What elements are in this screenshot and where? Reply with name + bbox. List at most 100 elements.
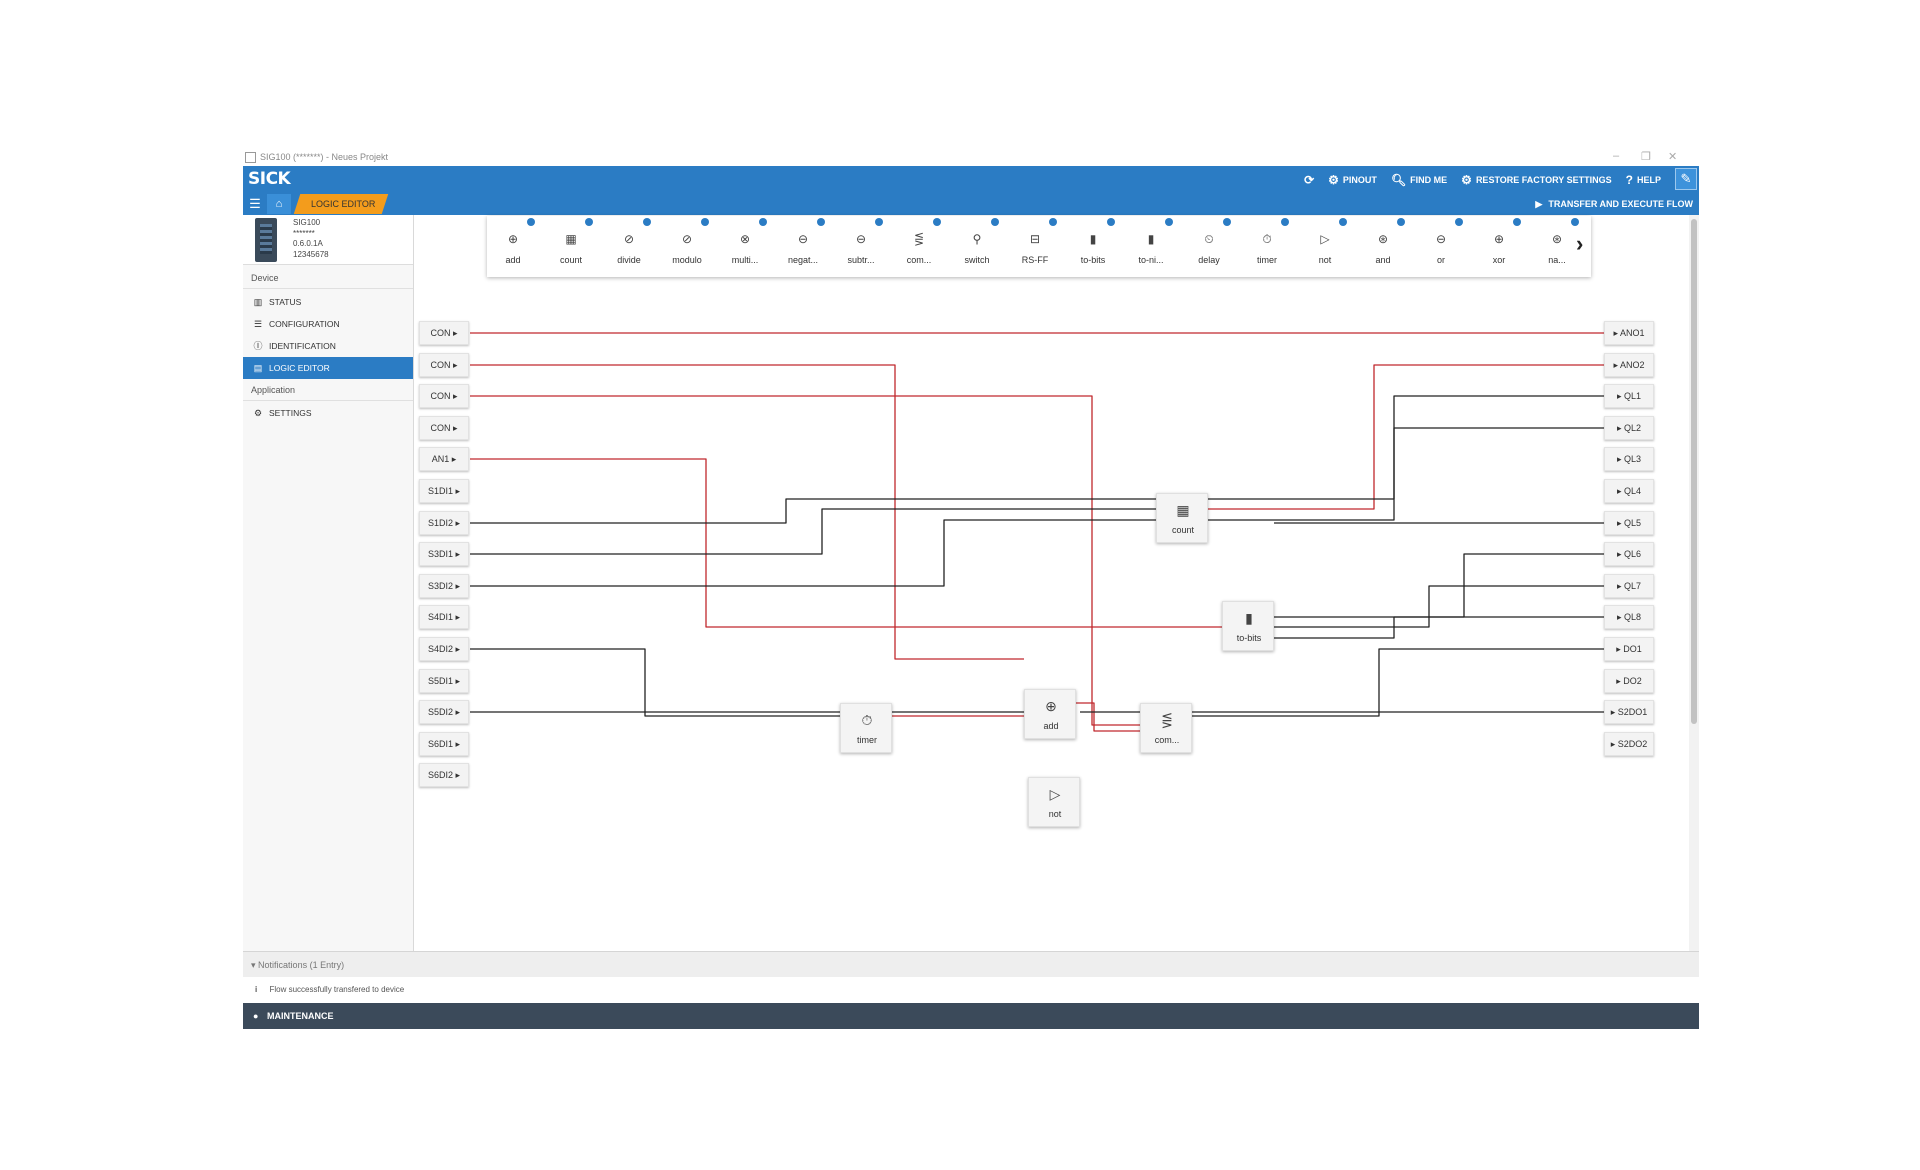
wire-com-to-do1[interactable] <box>1192 648 1604 717</box>
input-port-5[interactable]: S1DI1 ▸ <box>419 479 469 503</box>
palette-item-11[interactable]: ▮to-ni... <box>1129 218 1173 274</box>
scrollbar-thumb[interactable] <box>1691 219 1697 724</box>
palette-item-12[interactable]: ⏲delay <box>1187 218 1231 274</box>
sidebar-item-settings[interactable]: ⚙ SETTINGS <box>243 402 413 424</box>
pinout-button[interactable]: ⚙ PINOUT <box>1328 173 1377 187</box>
sidebar-item-configuration[interactable]: ☰ CONFIGURATION <box>243 313 413 335</box>
wire-count-to-ano2[interactable] <box>1208 364 1604 510</box>
hamburger-menu-icon[interactable]: ☰ <box>249 196 261 211</box>
input-port-6[interactable]: S1DI2 ▸ <box>419 510 469 535</box>
info-badge-icon[interactable] <box>643 218 651 226</box>
palette-item-1[interactable]: ▦count <box>549 218 593 274</box>
palette-item-0[interactable]: ⊕add <box>491 218 535 274</box>
info-badge-icon[interactable] <box>875 218 883 226</box>
output-port-6[interactable]: ▸ QL5 <box>1604 510 1654 535</box>
output-port-2[interactable]: ▸ QL1 <box>1604 384 1654 409</box>
find-me-button[interactable]: 🔍︎ FIND ME <box>1391 173 1447 187</box>
palette-item-17[interactable]: ⊕xor <box>1477 218 1521 274</box>
output-port-1[interactable]: ▸ ANO2 <box>1604 352 1654 377</box>
breadcrumb-logic-editor[interactable]: LOGIC EDITOR <box>293 194 389 214</box>
logic-block-not[interactable]: ▷not <box>1028 777 1080 827</box>
input-port-10[interactable]: S4DI2 ▸ <box>419 637 469 661</box>
edit-button[interactable]: ✎ <box>1675 168 1697 190</box>
wire-con-to-add[interactable] <box>470 364 1024 660</box>
input-port-12[interactable]: S5DI2 ▸ <box>419 700 469 725</box>
wire-s4di2-to-timer[interactable] <box>470 648 840 717</box>
palette-item-3[interactable]: ⊘modulo <box>665 218 709 274</box>
info-badge-icon[interactable] <box>1223 218 1231 226</box>
wire-s3di1-to-count[interactable] <box>470 508 1156 555</box>
logic-block-count[interactable]: ▦count <box>1156 493 1208 543</box>
info-badge-icon[interactable] <box>1107 218 1115 226</box>
palette-item-14[interactable]: ▷not <box>1303 218 1347 274</box>
input-port-13[interactable]: S6DI1 ▸ <box>419 731 469 756</box>
output-port-13[interactable]: ▸ S2DO2 <box>1604 731 1654 756</box>
palette-item-10[interactable]: ▮to-bits <box>1071 218 1115 274</box>
info-badge-icon[interactable] <box>527 218 535 226</box>
palette-item-13[interactable]: ⏱timer <box>1245 218 1289 274</box>
info-badge-icon[interactable] <box>1281 218 1289 226</box>
input-port-11[interactable]: S5DI1 ▸ <box>419 668 469 693</box>
wire-s3di2-to-count[interactable] <box>470 519 1156 587</box>
input-port-0[interactable]: CON ▸ <box>419 321 469 345</box>
input-port-8[interactable]: S3DI2 ▸ <box>419 573 469 598</box>
wire-con-to-com[interactable] <box>470 395 1140 726</box>
output-port-12[interactable]: ▸ S2DO1 <box>1604 700 1654 725</box>
logic-block-add[interactable]: ⊕add <box>1024 689 1076 739</box>
home-button[interactable]: ⌂ <box>267 194 291 214</box>
input-port-7[interactable]: S3DI1 ▸ <box>419 542 469 567</box>
logic-block-tobits[interactable]: ▮to-bits <box>1222 601 1274 651</box>
minimize-icon[interactable]: – <box>1613 150 1620 162</box>
palette-item-4[interactable]: ⊗multi... <box>723 218 767 274</box>
input-port-14[interactable]: S6DI2 ▸ <box>419 763 469 788</box>
info-badge-icon[interactable] <box>817 218 825 226</box>
output-port-0[interactable]: ▸ ANO1 <box>1604 321 1654 345</box>
output-port-3[interactable]: ▸ QL2 <box>1604 415 1654 440</box>
info-badge-icon[interactable] <box>1513 218 1521 226</box>
info-badge-icon[interactable] <box>933 218 941 226</box>
output-port-7[interactable]: ▸ QL6 <box>1604 542 1654 567</box>
wire-tobits-to-ql7[interactable] <box>1274 585 1604 628</box>
info-badge-icon[interactable] <box>759 218 767 226</box>
info-badge-icon[interactable] <box>1049 218 1057 226</box>
palette-item-16[interactable]: ⊖or <box>1419 218 1463 274</box>
close-icon[interactable]: ✕ <box>1668 151 1678 163</box>
info-badge-icon[interactable] <box>1397 218 1405 226</box>
output-port-11[interactable]: ▸ DO2 <box>1604 668 1654 693</box>
input-port-3[interactable]: CON ▸ <box>419 415 469 440</box>
sidebar-item-status[interactable]: ▥ STATUS <box>243 291 413 313</box>
info-badge-icon[interactable] <box>1339 218 1347 226</box>
maintenance-bar[interactable]: ● MAINTENANCE <box>243 1003 1699 1029</box>
info-badge-icon[interactable] <box>585 218 593 226</box>
notifications-header[interactable]: ▾ Notifications (1 Entry) <box>243 951 1699 977</box>
palette-item-15[interactable]: ⊛and <box>1361 218 1405 274</box>
palette-item-2[interactable]: ⊘divide <box>607 218 651 274</box>
palette-item-6[interactable]: ⊖subtr... <box>839 218 883 274</box>
palette-item-18[interactable]: ⊛na... <box>1535 218 1579 274</box>
info-badge-icon[interactable] <box>1165 218 1173 226</box>
info-badge-icon[interactable] <box>1571 218 1579 226</box>
canvas-scrollbar[interactable] <box>1689 215 1699 951</box>
input-port-2[interactable]: CON ▸ <box>419 384 469 409</box>
sidebar-item-logic-editor[interactable]: ▤ LOGIC EDITOR <box>243 357 413 379</box>
restore-factory-settings-button[interactable]: ⚙ RESTORE FACTORY SETTINGS <box>1461 173 1611 187</box>
info-badge-icon[interactable] <box>1455 218 1463 226</box>
sidebar-item-identification[interactable]: ⓘ IDENTIFICATION <box>243 335 413 357</box>
output-port-8[interactable]: ▸ QL7 <box>1604 573 1654 598</box>
output-port-10[interactable]: ▸ DO1 <box>1604 637 1654 661</box>
wire-add-to-com[interactable] <box>1076 702 1140 732</box>
restore-icon[interactable]: ❐ <box>1641 151 1651 163</box>
input-port-9[interactable]: S4DI1 ▸ <box>419 605 469 630</box>
wire-an1-to-tobits[interactable] <box>470 458 1222 628</box>
wire-tobits-to-ql8[interactable] <box>1274 616 1604 639</box>
wire-count-to-ql1[interactable] <box>1208 395 1604 500</box>
palette-item-8[interactable]: ⚲switch <box>955 218 999 274</box>
input-port-1[interactable]: CON ▸ <box>419 352 469 377</box>
input-port-4[interactable]: AN1 ▸ <box>419 447 469 472</box>
palette-item-7[interactable]: ⋚com... <box>897 218 941 274</box>
output-port-4[interactable]: ▸ QL3 <box>1604 447 1654 472</box>
logic-block-timer[interactable]: ⏱timer <box>840 703 892 753</box>
info-badge-icon[interactable] <box>701 218 709 226</box>
logic-editor-canvas[interactable]: ⊕add▦count⊘divide⊘modulo⊗multi...⊖negat.… <box>414 215 1689 951</box>
info-badge-icon[interactable] <box>991 218 999 226</box>
